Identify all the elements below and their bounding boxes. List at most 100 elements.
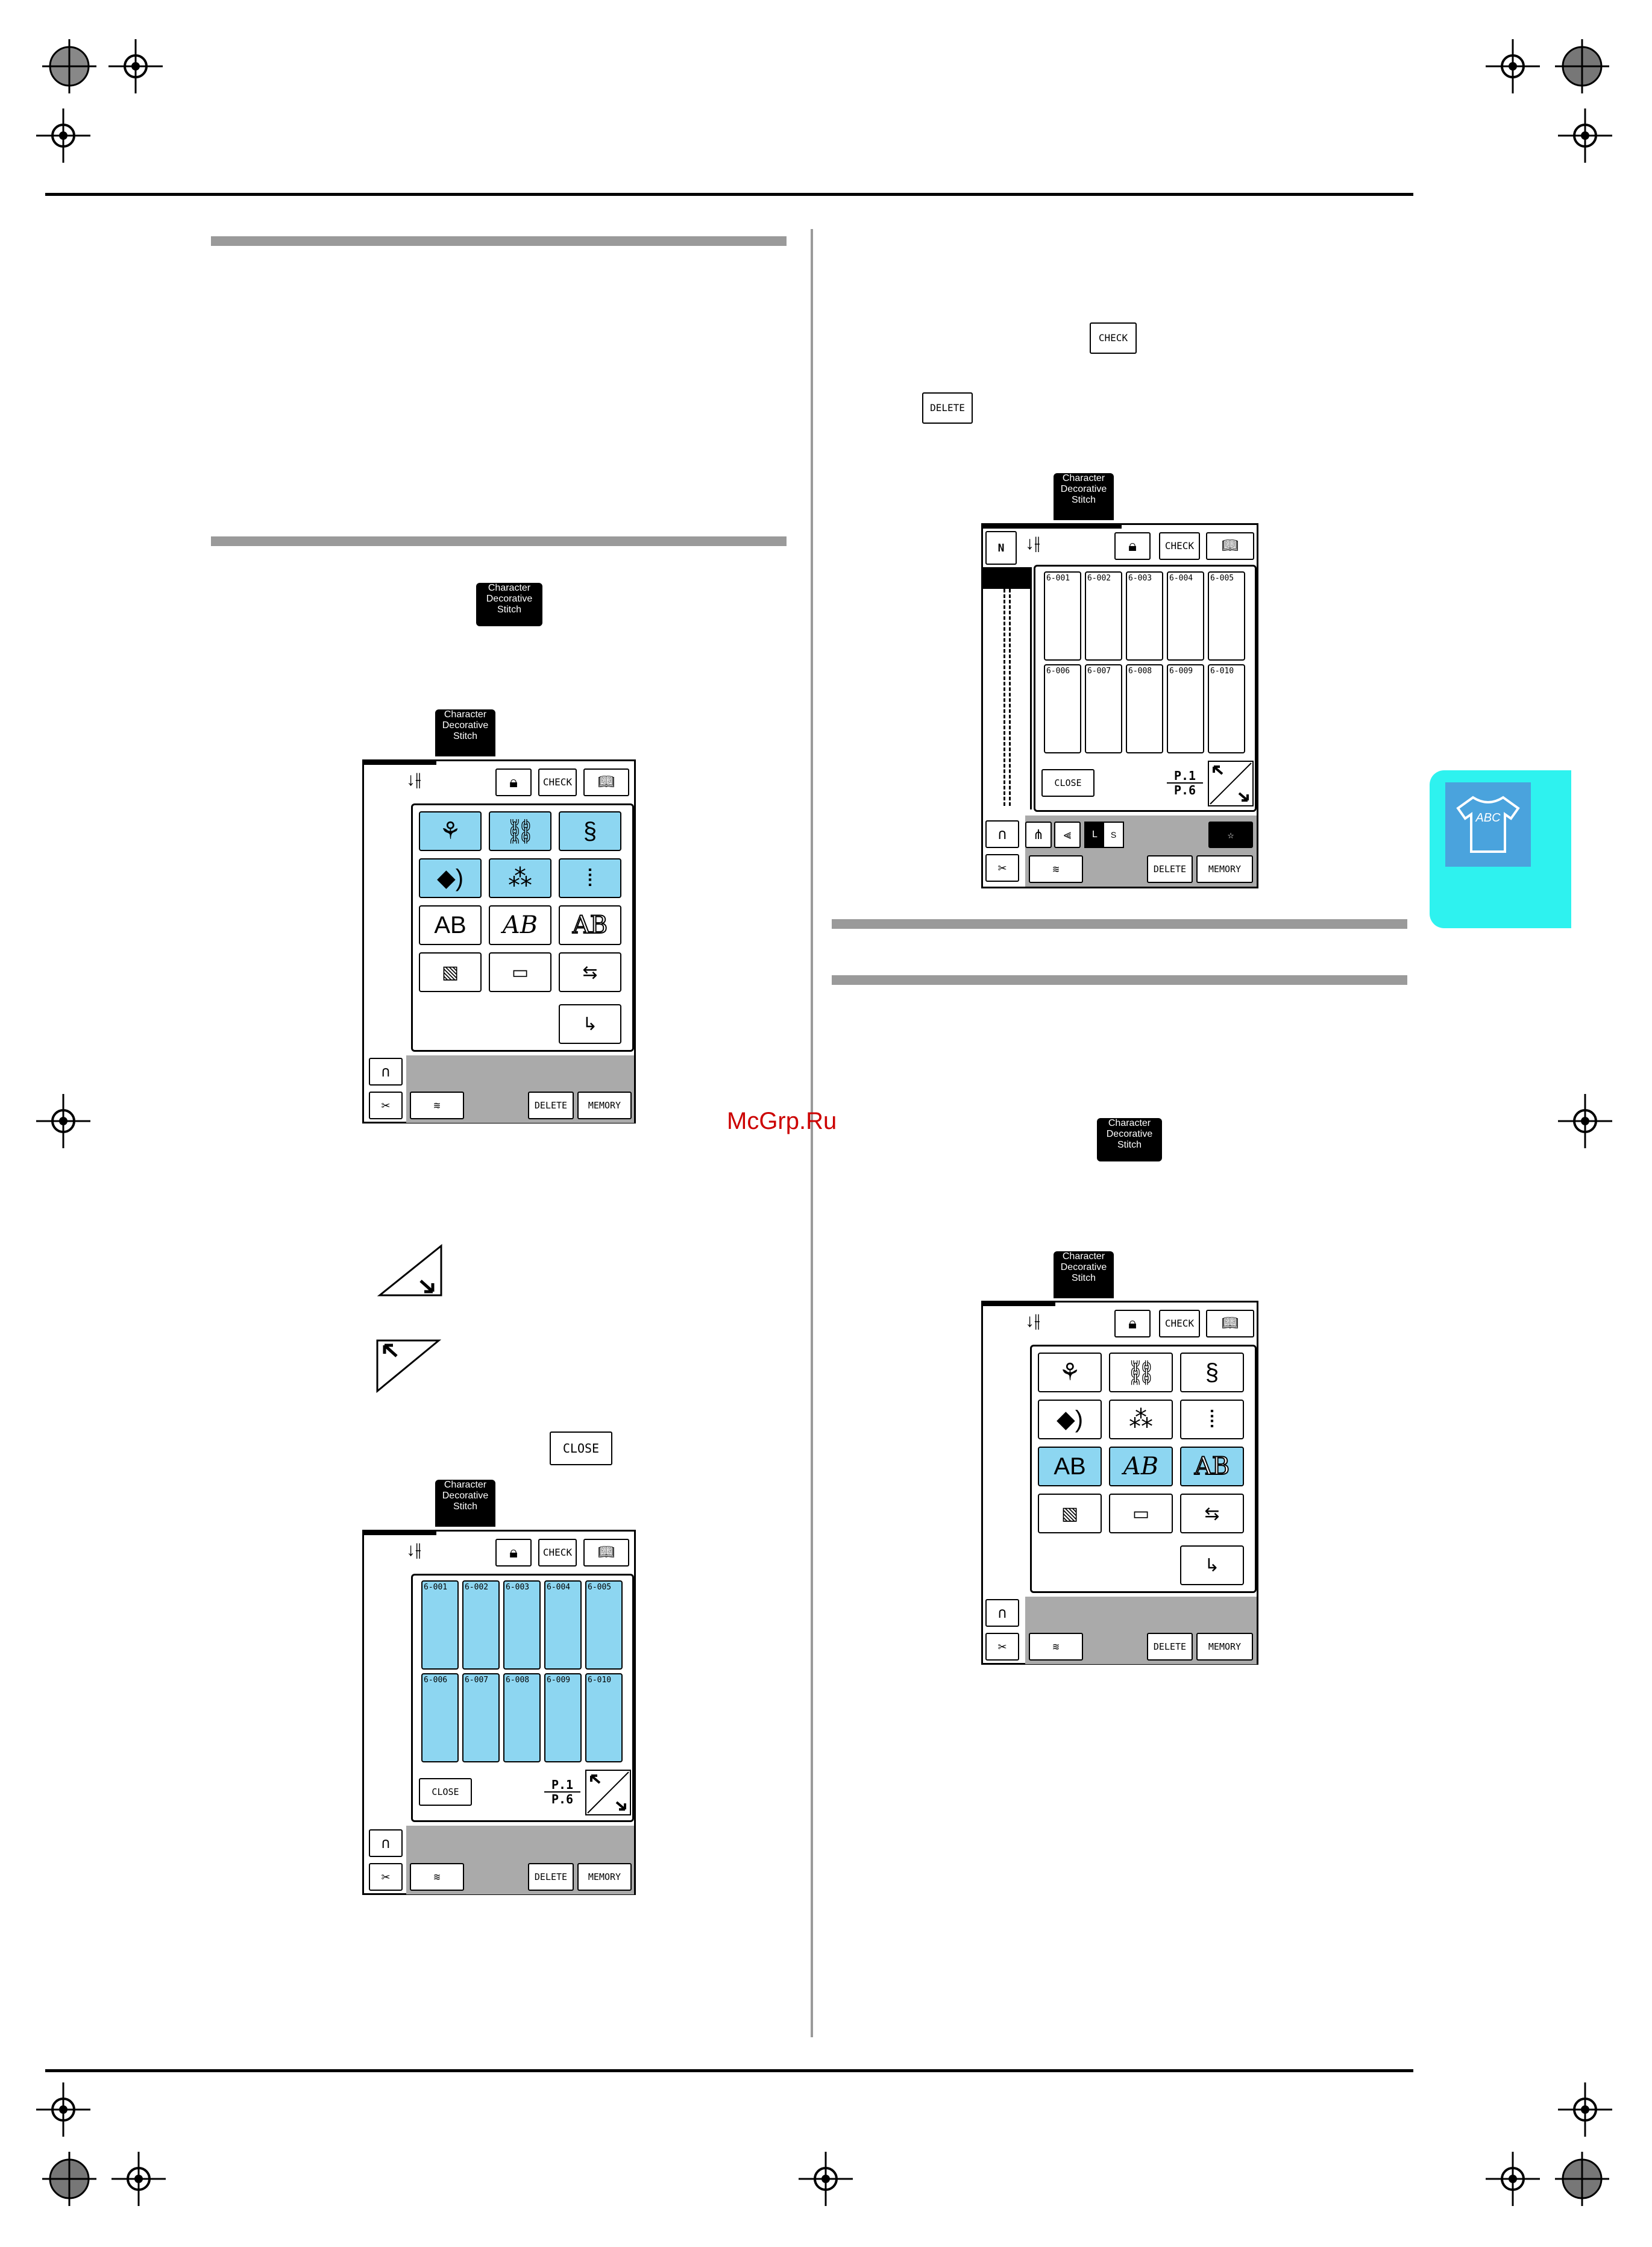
category-edit[interactable]: ↳ xyxy=(1180,1545,1244,1585)
lock-button[interactable]: 🔒︎ xyxy=(495,1539,532,1567)
category-decorative-1[interactable]: ⚘ xyxy=(419,811,482,851)
delete-button[interactable]: DELETE xyxy=(528,1863,574,1891)
manual-button[interactable]: 📖︎ xyxy=(1206,532,1254,560)
stitch-key[interactable]: 6-001 xyxy=(421,1580,459,1670)
category-outline-letters[interactable]: AB xyxy=(559,905,621,945)
category-pocket[interactable]: ▭ xyxy=(489,952,551,992)
size-small[interactable]: S xyxy=(1110,830,1117,840)
registration-mark-icon xyxy=(36,2082,90,2137)
category-decorative-6[interactable]: ⦙ xyxy=(559,858,621,898)
stitch-key[interactable]: 6-002 xyxy=(1085,571,1122,661)
stitch-key[interactable]: 6-008 xyxy=(503,1673,541,1762)
delete-button[interactable]: DELETE xyxy=(1147,855,1193,883)
check-button[interactable]: CHECK xyxy=(1159,1310,1200,1337)
check-button[interactable]: CHECK xyxy=(1159,532,1200,560)
flip-button[interactable]: ⫷ xyxy=(1054,822,1081,848)
stitch-key[interactable]: 6-003 xyxy=(503,1580,541,1670)
stitch-key[interactable]: 6-010 xyxy=(1208,664,1245,753)
stitch-key[interactable]: 6-009 xyxy=(544,1673,582,1762)
category-gothic-letters[interactable]: AB xyxy=(419,905,482,945)
stitch-key[interactable]: 6-010 xyxy=(585,1673,623,1762)
stitch-key[interactable]: 6-003 xyxy=(1126,571,1163,661)
lock-button[interactable]: 🔒︎ xyxy=(1114,1310,1151,1337)
reverse-button[interactable]: ∩ xyxy=(369,1058,403,1086)
reverse-button[interactable]: ∩ xyxy=(985,1599,1019,1627)
manual-button[interactable]: 📖︎ xyxy=(1206,1310,1254,1337)
stitch-key[interactable]: 6-007 xyxy=(462,1673,500,1762)
category-decorative-4[interactable]: ◆) xyxy=(419,858,482,898)
category-decorative-1[interactable]: ⚘ xyxy=(1038,1353,1102,1392)
category-decorative-6[interactable]: ⦙ xyxy=(1180,1400,1244,1439)
stitch-key[interactable]: 6-006 xyxy=(421,1673,459,1762)
check-key[interactable]: CHECK xyxy=(1090,322,1137,354)
stitch-key[interactable]: 6-004 xyxy=(1167,571,1204,661)
size-large[interactable]: L xyxy=(1085,823,1104,847)
category-usb[interactable]: ⇆ xyxy=(559,952,621,992)
category-script-letters[interactable]: AB xyxy=(1109,1447,1173,1486)
stitch-key[interactable]: 6-001 xyxy=(1044,571,1081,661)
stitch-key[interactable]: 6-004 xyxy=(544,1580,582,1670)
watermark: McGrp.Ru xyxy=(727,1108,837,1134)
thread-cutter-button[interactable]: ✂ xyxy=(369,1092,403,1119)
stitch-width-button[interactable]: ≋ xyxy=(410,1863,464,1891)
memory-button[interactable]: MEMORY xyxy=(1196,855,1253,883)
lock-button[interactable]: 🔒︎ xyxy=(495,768,532,796)
category-decorative-3[interactable]: § xyxy=(1180,1353,1244,1392)
stitch-key[interactable]: 6-005 xyxy=(585,1580,623,1670)
reverse-button[interactable]: ∩ xyxy=(985,820,1019,848)
stitch-width-button[interactable]: ≋ xyxy=(1029,855,1083,883)
memory-button[interactable]: MEMORY xyxy=(1196,1633,1253,1661)
stitch-key[interactable]: 6-007 xyxy=(1085,664,1122,753)
stitch-key[interactable]: 6-008 xyxy=(1126,664,1163,753)
category-edit[interactable]: ↳ xyxy=(559,1004,621,1044)
size-toggle[interactable]: L S xyxy=(1084,822,1124,848)
lock-button[interactable]: 🔒︎ xyxy=(1114,532,1151,560)
delete-button[interactable]: DELETE xyxy=(1147,1633,1193,1661)
previous-page-arrow-icon[interactable] xyxy=(375,1338,441,1394)
category-script-letters[interactable]: AB xyxy=(489,905,551,945)
category-outline-letters[interactable]: AB xyxy=(1180,1447,1244,1486)
stitch-width-button[interactable]: ≋ xyxy=(1029,1633,1083,1661)
category-my-design[interactable]: ▧ xyxy=(1038,1494,1102,1533)
thread-cutter-button[interactable]: ✂ xyxy=(985,854,1019,882)
stitch-key[interactable]: 6-006 xyxy=(1044,664,1081,753)
close-button[interactable]: CLOSE xyxy=(419,1778,472,1806)
thread-cutter-button[interactable]: ✂ xyxy=(369,1863,403,1891)
density-button[interactable]: ☆ xyxy=(1208,822,1253,848)
presser-foot-icon: N xyxy=(985,531,1017,565)
close-key[interactable]: CLOSE xyxy=(550,1431,612,1465)
memory-button[interactable]: MEMORY xyxy=(577,1863,632,1891)
category-decorative-2[interactable]: ⛓ xyxy=(489,811,551,851)
category-pocket[interactable]: ▭ xyxy=(1109,1494,1173,1533)
delete-key[interactable]: DELETE xyxy=(922,392,973,424)
manual-button[interactable]: 📖︎ xyxy=(583,768,629,796)
category-decorative-2[interactable]: ⛓ xyxy=(1109,1353,1173,1392)
memory-button[interactable]: MEMORY xyxy=(577,1092,632,1119)
category-decorative-4[interactable]: ◆) xyxy=(1038,1400,1102,1439)
column-divider xyxy=(811,229,813,2037)
category-decorative-5[interactable]: ⁂ xyxy=(489,858,551,898)
category-decorative-5[interactable]: ⁂ xyxy=(1109,1400,1173,1439)
reverse-button[interactable]: ∩ xyxy=(369,1829,403,1857)
manual-button[interactable]: 📖︎ xyxy=(583,1539,629,1567)
stitch-key[interactable]: 6-005 xyxy=(1208,571,1245,661)
mirror-button[interactable]: ⋔ xyxy=(1025,822,1052,848)
check-button[interactable]: CHECK xyxy=(538,1539,577,1567)
close-button[interactable]: CLOSE xyxy=(1041,769,1095,797)
next-page-arrow-icon[interactable] xyxy=(377,1243,444,1298)
thread-cutter-button[interactable]: ✂ xyxy=(985,1633,1019,1661)
category-gothic-letters[interactable]: AB xyxy=(1038,1447,1102,1486)
category-my-design[interactable]: ▧ xyxy=(419,952,482,992)
page-turn-icon[interactable] xyxy=(1208,761,1254,806)
check-button[interactable]: CHECK xyxy=(538,768,577,796)
category-usb[interactable]: ⇆ xyxy=(1180,1494,1244,1533)
category-decorative-3[interactable]: § xyxy=(559,811,621,851)
stitch-width-button[interactable]: ≋ xyxy=(410,1092,464,1119)
page-turn-icon[interactable] xyxy=(585,1770,631,1815)
stitch-key[interactable]: 6-002 xyxy=(462,1580,500,1670)
stitch-key[interactable]: 6-009 xyxy=(1167,664,1204,753)
delete-button[interactable]: DELETE xyxy=(528,1092,574,1119)
